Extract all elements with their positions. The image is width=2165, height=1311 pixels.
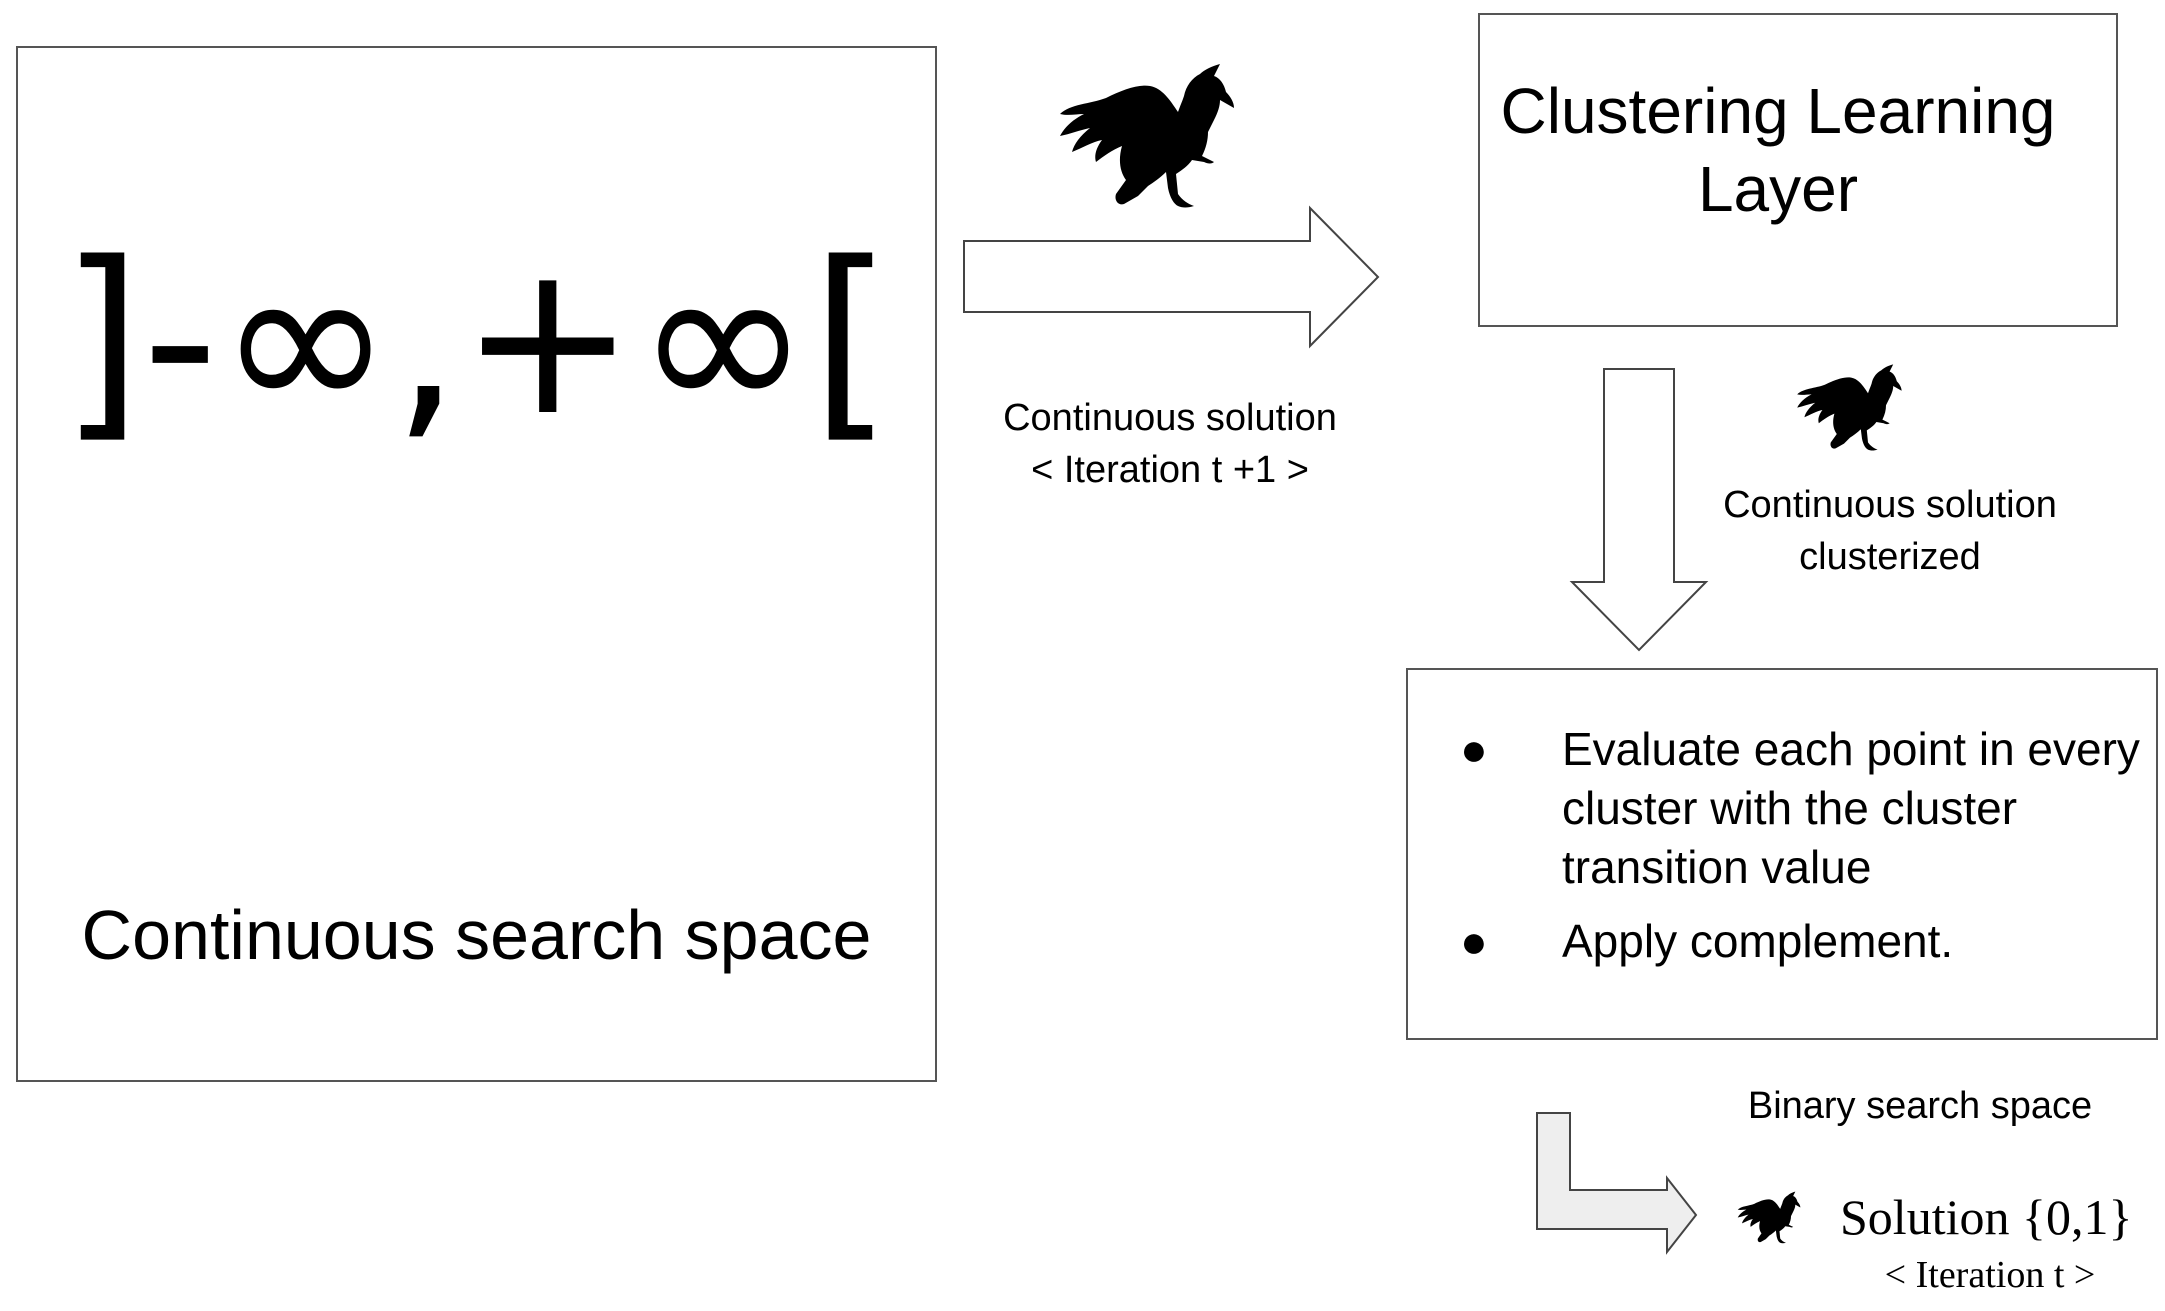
evaluation-item-evaluate: ● Evaluate each point in every cluster w…: [1460, 720, 2150, 897]
interval-label: ]-∞,+∞[: [60, 217, 893, 462]
arrow-l-bottom: [1536, 1112, 1698, 1255]
bullet-icon: ●: [1460, 915, 1488, 967]
evaluation-item-complement: ● Apply complement.: [1460, 912, 2150, 971]
crow-icon-top: [1060, 64, 1234, 208]
bullet-icon: ●: [1460, 723, 1488, 775]
crow-icon-small: [1737, 1191, 1801, 1244]
continuous-solution-line: Continuous solution: [1003, 397, 1337, 439]
arrow-right-top: [963, 205, 1380, 349]
binary-search-space-label: Binary search space: [1747, 1085, 2093, 1127]
iteration-t-label: < Iteration t >: [1884, 1254, 2096, 1296]
search-space-label: Continuous search space: [81, 896, 872, 974]
continuous-solution-caption: Continuous solution < Iteration t +1 >: [960, 392, 1380, 496]
clusterized-caption: Continuous solution clusterized: [1680, 479, 2100, 583]
clusterized-line-1: Continuous solution: [1723, 484, 2057, 526]
clusterized-line-2: clusterized: [1799, 536, 1981, 578]
evaluation-list: ● Evaluate each point in every cluster w…: [1460, 720, 2150, 986]
crow-icon-mid: [1797, 364, 1902, 451]
evaluation-text: Apply complement.: [1562, 915, 1954, 967]
iteration-t-plus-1: < Iteration t +1 >: [1031, 449, 1309, 491]
evaluation-text: Evaluate each point in every cluster wit…: [1562, 723, 2140, 893]
clustering-layer-box: [1478, 13, 2118, 327]
solution-label: Solution {0,1}: [1840, 1189, 2133, 1245]
arrow-down: [1569, 368, 1709, 652]
clustering-title: Clustering Learning Layer: [1500, 75, 2056, 226]
evaluation-box: [1406, 668, 2158, 1040]
continuous-search-space-box: [16, 46, 937, 1082]
